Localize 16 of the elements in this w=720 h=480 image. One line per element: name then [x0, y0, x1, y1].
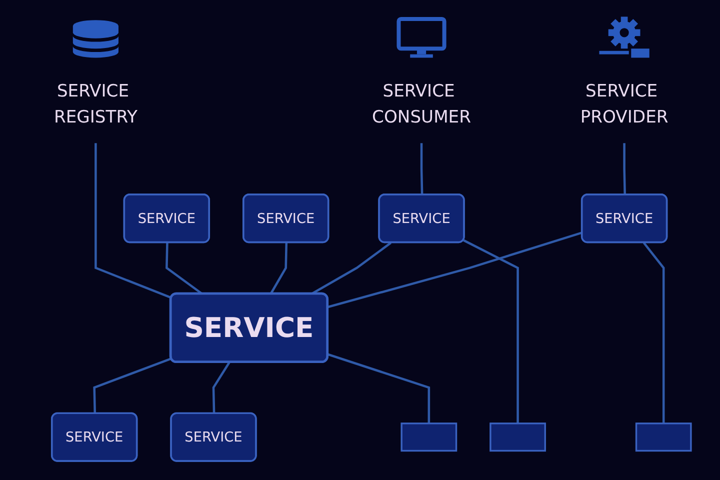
- connector: [270, 242, 288, 295]
- node-text: SERVICE REGISTRY: [54, 80, 138, 127]
- connector: [212, 362, 230, 414]
- connector: [328, 231, 583, 308]
- node-box: [635, 422, 692, 452]
- node-box: [490, 422, 546, 452]
- connector: [463, 239, 519, 424]
- connector: [623, 143, 626, 196]
- node-text: SERVICE CONSUMER: [372, 80, 471, 127]
- connector: [94, 143, 172, 299]
- connector: [420, 143, 424, 196]
- node-text: SERVICE PROVIDER: [580, 80, 668, 127]
- node-box: [400, 422, 458, 452]
- connector: [642, 242, 665, 424]
- connector: [328, 353, 430, 424]
- connector: [93, 357, 172, 414]
